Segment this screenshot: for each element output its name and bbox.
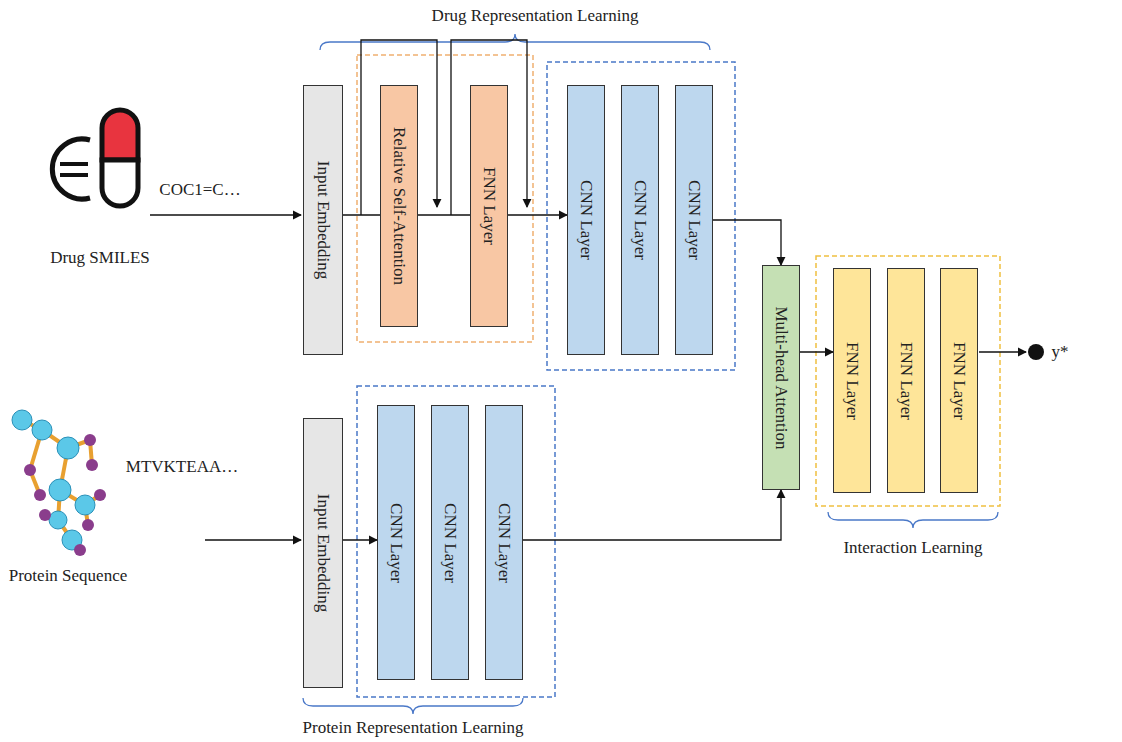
text-label: Protein Sequence <box>9 566 128 586</box>
layer-box: Multi-head Attention <box>762 265 800 490</box>
text-label: MTVKTEAA… <box>126 457 238 477</box>
layer-label: Relative Self-Attention <box>389 127 409 285</box>
layer-box: CNN Layer <box>485 405 523 680</box>
layer-label: CNN Layer <box>494 503 514 583</box>
connector <box>523 490 781 540</box>
brace <box>828 512 998 528</box>
text-label: Protein Representation Learning <box>303 718 524 738</box>
text-label: Drug SMILES <box>50 248 150 268</box>
layer-box: CNN Layer <box>567 85 605 355</box>
layer-label: CNN Layer <box>386 503 406 583</box>
layer-box: CNN Layer <box>431 405 469 680</box>
output-arrow <box>979 351 1026 352</box>
layer-box: FNN Layer <box>833 268 871 493</box>
layer-label: Input Embedding <box>313 161 333 280</box>
connector <box>713 220 781 265</box>
layer-label: FNN Layer <box>479 167 499 245</box>
layer-label: FNN Layer <box>842 342 862 420</box>
group-outline <box>816 256 1000 506</box>
brace <box>320 34 710 50</box>
layer-box: CNN Layer <box>675 85 713 355</box>
connector <box>343 539 377 540</box>
layer-box: CNN Layer <box>621 85 659 355</box>
input-arrow <box>205 539 301 540</box>
layer-box: FNN Layer <box>470 85 508 327</box>
connector <box>418 214 470 215</box>
brace <box>303 698 523 714</box>
connector <box>343 214 380 215</box>
text-label: Drug Representation Learning <box>432 6 639 26</box>
layer-label: FNN Layer <box>896 342 916 420</box>
text-label: COC1=C… <box>159 180 240 200</box>
layer-label: Multi-head Attention <box>771 306 791 449</box>
layer-label: Input Embedding <box>313 494 333 613</box>
layer-label: CNN Layer <box>440 503 460 583</box>
output-dot <box>1028 344 1044 360</box>
group-outline <box>547 62 735 370</box>
connector <box>508 214 567 215</box>
layer-box: Input Embedding <box>303 418 343 688</box>
input-arrow <box>150 214 301 215</box>
layer-label: CNN Layer <box>576 180 596 260</box>
group-outline <box>357 386 555 697</box>
layer-box: CNN Layer <box>377 405 415 680</box>
text-label: Interaction Learning <box>843 538 982 558</box>
layer-label: CNN Layer <box>630 180 650 260</box>
layer-box: Input Embedding <box>303 85 343 355</box>
layer-label: FNN Layer <box>949 342 969 420</box>
group-outline <box>357 55 533 342</box>
protein-icon <box>12 410 106 556</box>
layer-box: FNN Layer <box>940 268 978 493</box>
drug-icon <box>52 110 138 206</box>
layer-box: FNN Layer <box>887 268 925 493</box>
layer-label: CNN Layer <box>684 180 704 260</box>
connector <box>800 351 833 352</box>
layer-box: Relative Self-Attention <box>380 85 418 327</box>
text-label: y* <box>1052 342 1069 362</box>
